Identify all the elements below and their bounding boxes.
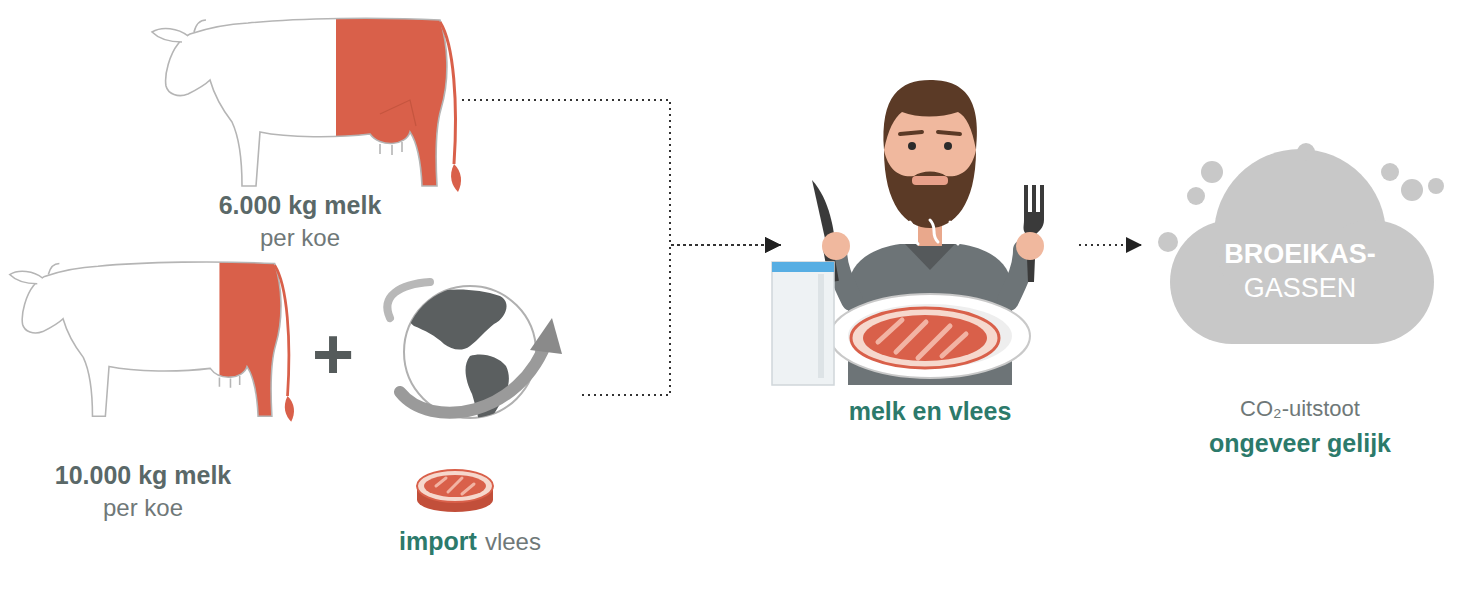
node-text: import (399, 526, 477, 556)
node-text: per koe (260, 222, 340, 254)
dotted-arrow (1079, 244, 1142, 246)
figure-group: 10.000 kg melkper koe (1, 250, 285, 540)
node-text: CO₂-uitstoot (1240, 394, 1360, 424)
cow-figure (10, 262, 294, 422)
node-text: vlees (485, 526, 541, 558)
figure-group: 6.000 kg melkper koe (140, 12, 460, 262)
node-text: per koe (103, 492, 183, 524)
man-eating-figure (772, 80, 1044, 385)
node-text: 10.000 kg melk (55, 460, 232, 490)
figure-group: import vlees (360, 270, 580, 570)
cloud-shape (1158, 143, 1444, 344)
figure-group: BROEIKAS-GASSEN CO₂-uitstoot ongeveer geli… (1150, 130, 1450, 470)
globe-icon (387, 282, 562, 512)
node-text: melk en vlees (849, 396, 1012, 426)
node-text: GASSEN (1244, 272, 1357, 304)
dotted-arrow (582, 245, 781, 395)
dotted-arrow (462, 100, 781, 245)
cow-figure (152, 18, 461, 192)
node-text: ongeveer gelijk (1209, 428, 1391, 458)
node-text: BROEIKAS- (1224, 238, 1376, 270)
node-text: 6.000 kg melk (219, 190, 382, 220)
plus-sign: + (312, 318, 354, 390)
figure-group: melk en vlees (785, 60, 1075, 440)
